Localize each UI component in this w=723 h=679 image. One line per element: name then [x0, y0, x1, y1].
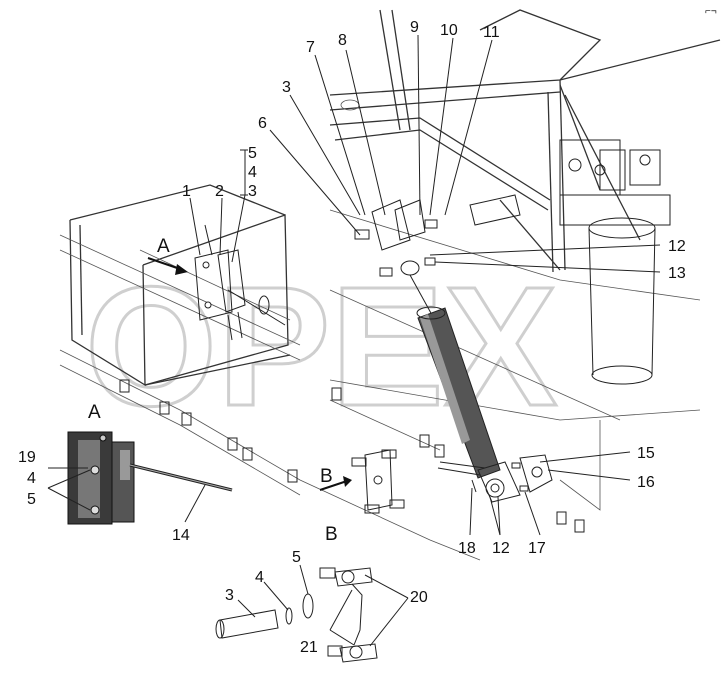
leader-lines — [47, 34, 661, 647]
callout: 4 — [248, 164, 257, 181]
callout: 16 — [637, 474, 655, 491]
view-b-marker: B — [320, 466, 333, 487]
callout: 3 — [225, 587, 234, 604]
view-a-detail-title: A — [88, 402, 101, 423]
callout: 4 — [255, 569, 264, 586]
detail-a-switch — [67, 431, 233, 525]
callout: 4 — [27, 470, 36, 487]
callout: 3 — [248, 183, 257, 200]
callout: 7 — [306, 39, 315, 56]
hydraulic-cylinder — [400, 260, 553, 503]
callout: 6 — [258, 115, 267, 132]
limit-switch — [194, 224, 286, 341]
tube — [588, 217, 656, 385]
callouts: 1 2 3 4 5 3 6 7 8 9 10 11 12 13 15 16 17… — [18, 19, 686, 656]
callout: 12 — [492, 540, 510, 557]
callout: 13 — [668, 265, 686, 282]
callout: 18 — [458, 540, 476, 557]
floor-rail — [59, 349, 601, 561]
callout: 21 — [300, 639, 318, 656]
callout: 3 — [282, 79, 291, 96]
callout: 17 — [528, 540, 546, 557]
corner-mark: ⌐¬ — [705, 6, 717, 17]
callout: 10 — [440, 22, 458, 39]
callout: 12 — [668, 238, 686, 255]
view-a-arrow — [147, 257, 188, 275]
watermark: OPEX — [85, 252, 557, 442]
callout: 5 — [248, 145, 257, 162]
callout: 8 — [338, 32, 347, 49]
detail-b-bracket — [319, 449, 405, 514]
callout: 14 — [172, 527, 190, 544]
callout: 19 — [18, 449, 36, 466]
callout: 5 — [292, 549, 301, 566]
callout: 1 — [182, 183, 191, 200]
callout: 2 — [215, 183, 224, 200]
bracket-parts — [354, 194, 521, 277]
detail-b-parts — [215, 567, 378, 663]
lock-mechanism — [559, 139, 671, 226]
callout: 15 — [637, 445, 655, 462]
callout: 11 — [483, 24, 500, 41]
left-frame — [59, 184, 301, 387]
callout: 20 — [410, 589, 428, 606]
callout: 9 — [410, 19, 419, 36]
callout: 5 — [27, 491, 36, 508]
view-a-marker: A — [157, 236, 170, 257]
view-b-detail-title: B — [325, 524, 338, 545]
